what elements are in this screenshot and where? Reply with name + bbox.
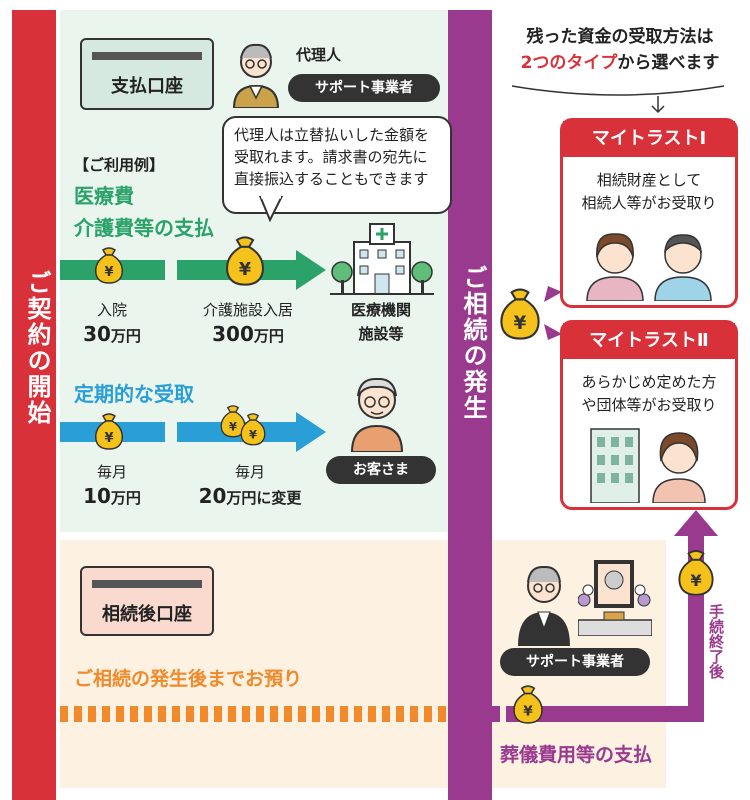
step2-unit: 万円 xyxy=(253,327,284,345)
money-bag-icon: ¥ xyxy=(496,284,544,344)
regular-heading: 定期的な受取 xyxy=(74,382,194,406)
mytrust-1-desc-1: 相続財産として xyxy=(596,171,702,189)
options-intro-line1: 残った資金の受取方法は xyxy=(526,27,714,47)
dest1-label-1: 医療機関 xyxy=(350,301,411,319)
step2-label: 介護施設入居 xyxy=(202,301,293,319)
contract-start-label: ご契約の開始 xyxy=(23,270,51,426)
options-intro-highlight: 2つのタイプ xyxy=(520,53,618,73)
medical-heading-1: 医療費 xyxy=(74,184,134,208)
speech-tail xyxy=(258,196,284,222)
svg-text:¥: ¥ xyxy=(104,265,113,280)
money-bag-icon: ¥ xyxy=(92,410,126,454)
hospital-icon xyxy=(330,222,434,302)
example-tag: 【ご利用例】 xyxy=(74,156,165,174)
customer-avatar xyxy=(346,372,408,456)
money-bag-icon: ¥ xyxy=(222,232,268,290)
step1-unit: 万円 xyxy=(110,327,141,345)
options-intro: 残った資金の受取方法は 2つのタイプから選べます xyxy=(500,24,740,76)
svg-text:¥: ¥ xyxy=(229,420,237,434)
svg-text:¥: ¥ xyxy=(523,704,533,720)
mytrust-2-desc-1: あらかじめ定めた方 xyxy=(581,373,717,391)
money-bag-icon: ¥ xyxy=(92,244,126,288)
money-bag-icon: ¥ xyxy=(218,402,248,442)
split-arrows xyxy=(544,286,562,340)
intro-bracket xyxy=(511,85,725,114)
step3-unit: 万円 xyxy=(110,489,141,507)
money-bag-icon: ¥ xyxy=(674,546,718,600)
hospital-stay-label: 入院 30万円 xyxy=(62,298,162,348)
heirs-icon xyxy=(586,233,712,301)
mytrust-2-desc-2: や団体等がお受取り xyxy=(581,396,717,414)
contract-start-bar xyxy=(12,10,56,800)
step4-amount: 20 xyxy=(198,484,227,508)
monthly-10-label: 毎月 10万円 xyxy=(62,460,162,510)
mytrust-1-desc-2: 相続人等がお受取り xyxy=(581,194,717,212)
dest1-label-2: 施設等 xyxy=(358,325,404,343)
deposit-text: ご相続の発生後までお預り xyxy=(74,668,303,690)
payment-account-title: 支払口座 xyxy=(111,76,183,97)
svg-text:¥: ¥ xyxy=(249,428,257,442)
customer-badge: お客さま xyxy=(326,456,436,484)
support-operator-badge: サポート事業者 xyxy=(500,648,650,676)
mytrust-1-desc: 相続財産として 相続人等がお受取り xyxy=(563,169,735,215)
funeral-altar-icon xyxy=(577,554,653,640)
svg-text:¥: ¥ xyxy=(514,313,527,334)
post-process-arrow-horizontal xyxy=(510,706,704,722)
regular-arrow-head xyxy=(296,412,326,452)
inheritance-account-title: 相続後口座 xyxy=(102,604,192,625)
medical-facility-label: 医療機関 施設等 xyxy=(326,298,436,346)
mytrust-2-card: マイトラストⅡ あらかじめ定めた方 や団体等がお受取り xyxy=(560,320,738,510)
mytrust-2-desc: あらかじめ定めた方 や団体等がお受取り xyxy=(563,371,735,417)
inheritance-account-card: 相続後口座 xyxy=(80,566,214,636)
agent-avatar xyxy=(228,38,284,109)
monthly-20-label: 毎月 20万円に変更 xyxy=(180,460,320,510)
deposit-dashed-line xyxy=(60,706,448,722)
inheritance-label: ご相続の発生 xyxy=(459,265,487,421)
funeral-dashed-line xyxy=(492,706,512,722)
step2-amount: 300 xyxy=(212,322,254,346)
medical-arrow-head xyxy=(296,250,326,290)
support-operator-avatar xyxy=(514,556,574,650)
options-intro-rest: から選べます xyxy=(617,53,720,73)
after-process-label: 手続終了後 xyxy=(707,604,725,679)
mytrust-2-title: マイトラストⅡ xyxy=(563,323,735,359)
agent-speech-bubble: 代理人は立替払いした金額を受取れます。請求書の宛先に直接振込することもできます xyxy=(222,116,452,214)
step4-unit: 万円に変更 xyxy=(226,489,302,507)
svg-text:¥: ¥ xyxy=(690,571,702,590)
step1-amount: 30 xyxy=(83,322,111,346)
organization-icon xyxy=(590,428,706,503)
step3-label: 毎月 xyxy=(96,463,127,481)
inheritance-bar xyxy=(448,10,492,800)
medical-arrow-break xyxy=(165,256,177,284)
svg-text:¥: ¥ xyxy=(239,260,251,280)
payment-account-card: 支払口座 xyxy=(80,38,214,110)
mytrust-1-card: マイトラストⅠ 相続財産として 相続人等がお受取り xyxy=(560,118,738,308)
mytrust-1-title: マイトラストⅠ xyxy=(563,121,735,157)
money-bag-icon: ¥ xyxy=(510,682,546,728)
medical-heading-2: 介護費等の支払 xyxy=(74,216,214,240)
agent-label: 代理人 xyxy=(296,46,342,64)
money-bag-icon: ¥ xyxy=(238,410,268,450)
post-process-arrow-head xyxy=(674,510,718,536)
regular-arrow-break xyxy=(165,418,177,446)
agent-badge: サポート事業者 xyxy=(288,74,440,102)
funeral-text: 葬儀費用等の支払 xyxy=(500,744,653,766)
step3-amount: 10 xyxy=(83,484,111,508)
step1-label: 入院 xyxy=(96,301,127,319)
svg-text:¥: ¥ xyxy=(104,431,113,446)
care-facility-label: 介護施設入居 300万円 xyxy=(180,298,316,348)
step4-label: 毎月 xyxy=(234,463,265,481)
